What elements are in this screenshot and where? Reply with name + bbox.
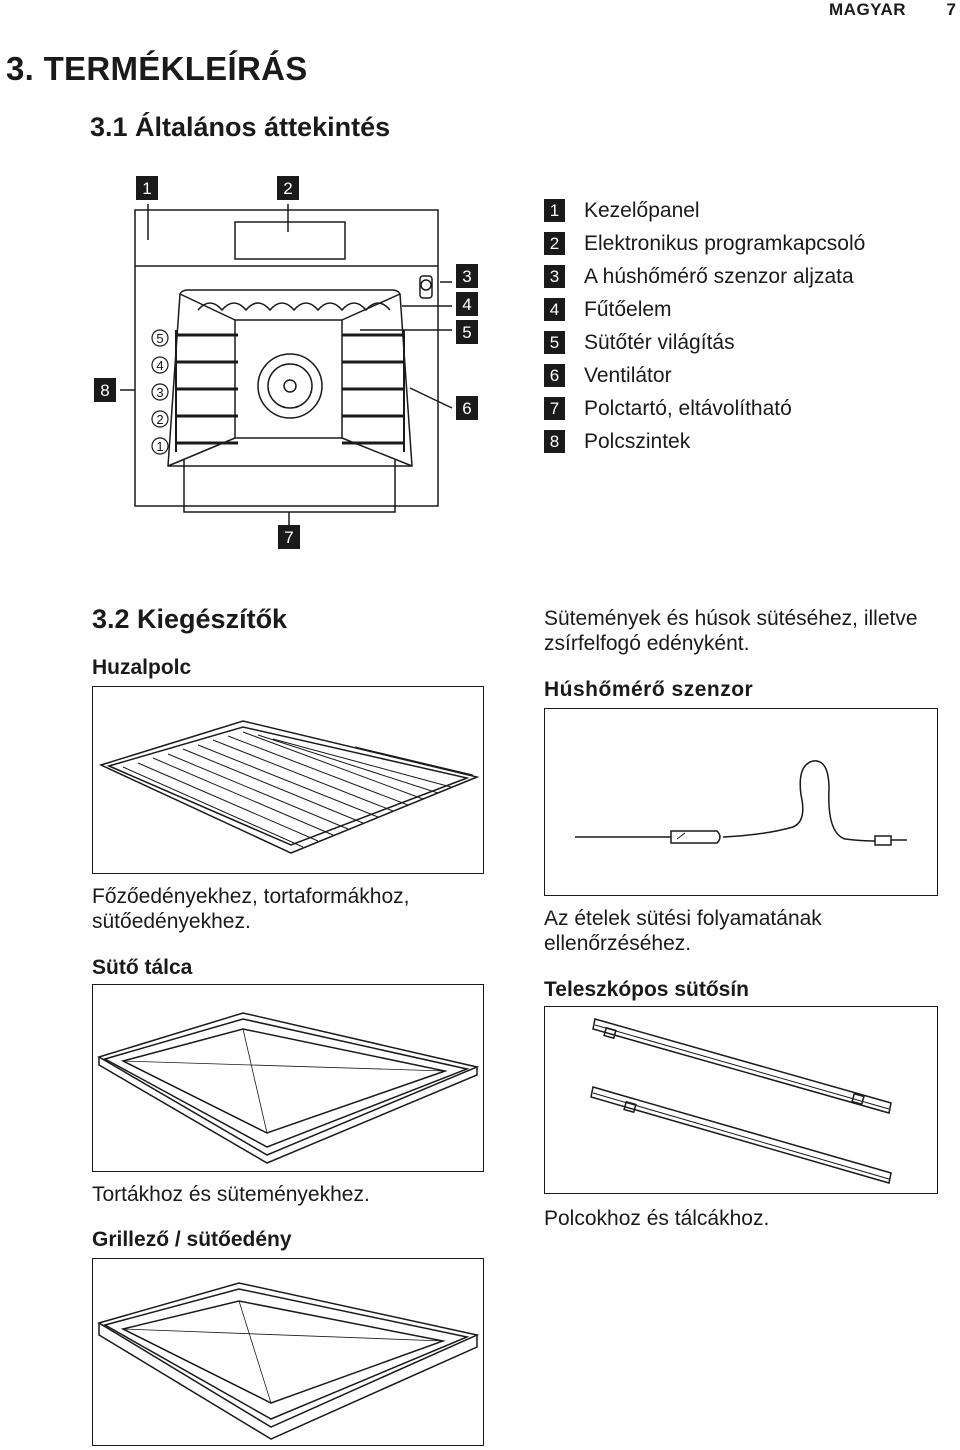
callout-8: 8	[94, 378, 116, 402]
legend-number: 5	[544, 331, 565, 354]
svg-text:1: 1	[142, 179, 151, 198]
callout-2: 2	[277, 176, 299, 200]
legend-item: 1 Kezelőpanel	[544, 194, 865, 227]
callout-1: 1	[136, 176, 158, 200]
shelf-level-label: 5	[156, 331, 163, 346]
legend-label: Elektronikus programkapcsoló	[584, 231, 866, 255]
legend-item: 5 Sütőtér világítás	[544, 326, 865, 359]
legend-label: Kezelőpanel	[584, 198, 700, 222]
legend-number: 3	[544, 265, 565, 288]
accessory-desc-telescopic-rail: Polcokhoz és tálcákhoz.	[544, 1207, 770, 1230]
legend-item: 6 Ventilátor	[544, 359, 865, 392]
accessory-desc-grill-pan: Sütemények és húsok sütéséhez, illetve z…	[544, 607, 918, 655]
svg-text:3: 3	[462, 267, 471, 286]
legend-number: 2	[544, 232, 565, 255]
shelf-level-3	[151, 383, 169, 401]
accessory-desc-meat-probe: Az ételek sütési folyamatának ellenőrzés…	[544, 907, 822, 955]
svg-text:5: 5	[462, 323, 471, 342]
telescopic-rail-image	[544, 1006, 938, 1194]
accessory-name-meat-probe: Húshőmérő szenzor	[544, 678, 754, 701]
display-outline	[234, 221, 346, 260]
wire-shelf-image	[92, 686, 484, 874]
shelf-level-label: 2	[156, 412, 163, 427]
svg-text:8: 8	[100, 381, 109, 400]
accessories-title: 3.2 Kiegészítők	[92, 604, 288, 634]
legend-item: 7 Polctartó, eltávolítható	[544, 392, 865, 425]
accessory-desc-baking-tray: Tortákhoz és süteményekhez.	[92, 1183, 370, 1206]
accessory-name-wire-shelf: Huzalpolc	[92, 656, 192, 679]
callout-7: 7	[278, 525, 300, 549]
shelf-level-4	[151, 356, 169, 374]
overview-title: 3.1 Általános áttekintés	[90, 112, 391, 142]
callout-3: 3	[456, 264, 478, 288]
baking-tray-illustration	[97, 1012, 480, 1164]
accessory-name-grill-pan: Grillező / sütőedény	[92, 1228, 292, 1251]
legend-label: A húshőmérő szenzor aljzata	[584, 264, 854, 288]
shelf-level-label: 4	[156, 358, 163, 373]
header-language: MAGYAR	[829, 0, 906, 19]
legend-number: 7	[544, 397, 565, 420]
page-number: 7	[946, 0, 956, 19]
svg-text:4: 4	[462, 295, 471, 314]
legend-label: Ventilátor	[584, 363, 672, 387]
svg-text:7: 7	[284, 528, 293, 547]
legend-label: Polcszintek	[584, 429, 691, 453]
shelf-level-label: 1	[156, 439, 163, 454]
callout-5: 5	[456, 320, 478, 344]
legend-item: 8 Polcszintek	[544, 425, 865, 458]
oven-diagram: 1 2 3 4 5 6 7 8 5 4 3 2 1	[94, 176, 478, 549]
legend-item: 3 A húshőmérő szenzor aljzata	[544, 260, 865, 293]
shelf-level-1	[151, 437, 169, 455]
section-title: 3. TERMÉKLEÍRÁS	[6, 50, 308, 87]
telescopic-rail-illustration	[590, 1018, 892, 1184]
shelf-level-5	[151, 329, 169, 347]
legend-item: 2 Elektronikus programkapcsoló	[544, 227, 865, 260]
wire-shelf-illustration	[98, 720, 480, 854]
oven-outline	[134, 209, 439, 507]
meat-probe-image	[544, 708, 938, 896]
shelf-level-2	[151, 410, 169, 428]
svg-text:6: 6	[462, 399, 471, 418]
callout-4: 4	[456, 292, 478, 316]
grill-pan-image	[92, 1258, 484, 1446]
grill-pan-illustration	[97, 1282, 480, 1440]
callout-6: 6	[456, 396, 478, 420]
accessory-desc-wire-shelf: Főzőedényekhez, tortaformákhoz, sütőedén…	[92, 885, 410, 933]
legend-number: 8	[544, 430, 565, 453]
legend-label: Sütőtér világítás	[584, 330, 735, 354]
shelf-level-label: 3	[156, 385, 163, 400]
legend-number: 1	[544, 199, 565, 222]
baking-tray-image	[92, 984, 484, 1172]
accessory-name-telescopic-rail: Teleszkópos sütősín	[544, 978, 749, 1001]
legend-label: Fűtőelem	[584, 297, 672, 321]
meat-probe-illustration	[575, 760, 907, 846]
legend-number: 4	[544, 298, 565, 321]
svg-text:2: 2	[283, 179, 292, 198]
legend: 1 Kezelőpanel 2 Elektronikus programkapc…	[544, 194, 865, 458]
legend-number: 6	[544, 364, 565, 387]
accessory-name-baking-tray: Sütő tálca	[92, 956, 193, 979]
legend-item: 4 Fűtőelem	[544, 293, 865, 326]
legend-label: Polctartó, eltávolítható	[584, 396, 792, 420]
